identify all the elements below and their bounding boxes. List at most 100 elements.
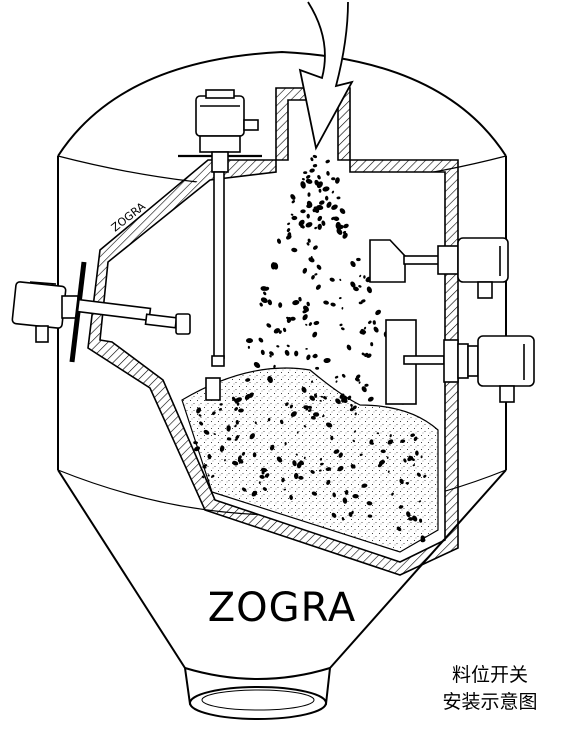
material-particle xyxy=(363,275,366,279)
material-particle xyxy=(267,299,273,306)
material-particle xyxy=(238,455,242,460)
material-particle xyxy=(241,487,247,492)
material-particle xyxy=(330,435,334,441)
material-particle xyxy=(289,404,293,409)
material-particle xyxy=(332,492,336,498)
material-particle xyxy=(310,469,315,474)
material-particle xyxy=(306,354,311,361)
material-particle xyxy=(238,408,244,413)
material-particle xyxy=(235,397,242,403)
material-particle xyxy=(313,354,318,359)
material-particle xyxy=(284,349,290,356)
material-particle xyxy=(247,345,251,349)
material-particle xyxy=(295,453,298,456)
material-particle xyxy=(292,460,297,467)
material-particle xyxy=(343,395,348,401)
material-particle xyxy=(305,407,309,411)
material-particle xyxy=(236,402,240,406)
material-particle xyxy=(412,464,416,467)
material-particle xyxy=(317,223,322,230)
material-particle xyxy=(352,439,355,443)
material-particle xyxy=(298,296,302,302)
material-heap xyxy=(181,367,439,553)
material-particle xyxy=(349,407,355,412)
material-particle xyxy=(251,490,258,497)
material-particle xyxy=(367,514,373,518)
material-particle xyxy=(312,154,318,159)
material-particle xyxy=(241,451,246,456)
material-particle xyxy=(348,512,353,517)
material-particle xyxy=(273,364,276,369)
material-particle xyxy=(355,374,361,379)
material-particle xyxy=(302,309,307,314)
material-particle xyxy=(359,329,367,335)
material-particle xyxy=(296,431,299,434)
material-particle xyxy=(412,515,418,522)
material-particle xyxy=(196,407,202,414)
material-particle xyxy=(259,302,263,307)
diagram-caption: 料位开关 安装示意图 xyxy=(420,662,560,716)
material-particle xyxy=(226,425,231,432)
material-particle xyxy=(399,478,404,485)
material-particle xyxy=(203,464,208,467)
material-particle xyxy=(234,424,237,428)
material-particle xyxy=(339,323,343,327)
material-particle xyxy=(344,489,349,495)
material-particle xyxy=(336,228,343,235)
material-particle xyxy=(303,425,307,428)
material-particle xyxy=(391,492,394,496)
material-particle xyxy=(408,517,414,521)
material-particle xyxy=(303,456,306,460)
material-particle xyxy=(341,517,345,521)
paddle-switch-lower xyxy=(385,319,535,405)
material-particle xyxy=(291,200,295,204)
inflow-arrow xyxy=(298,1,354,151)
brand-logo-text: ZOGRA xyxy=(207,585,357,631)
material-particle xyxy=(305,347,308,350)
material-particle xyxy=(207,479,210,482)
material-particle xyxy=(310,415,316,420)
material-particle xyxy=(353,430,357,433)
material-particle xyxy=(302,314,308,321)
material-particle xyxy=(377,463,383,468)
material-particle xyxy=(211,474,215,478)
material-particle xyxy=(419,518,423,523)
material-particle xyxy=(237,458,244,464)
material-particle xyxy=(380,449,386,454)
material-particle xyxy=(308,322,313,326)
material-particle xyxy=(323,396,327,400)
material-particle xyxy=(313,320,320,326)
material-particle xyxy=(353,286,359,292)
material-particle xyxy=(312,164,318,168)
material-particle xyxy=(290,194,296,200)
material-particle xyxy=(258,337,264,343)
material-particle xyxy=(387,470,390,473)
material-particle xyxy=(260,286,268,291)
material-particle xyxy=(339,208,346,214)
material-particle xyxy=(316,204,324,211)
material-particle xyxy=(292,300,300,306)
material-particle xyxy=(376,432,380,435)
material-particle xyxy=(244,394,251,400)
material-particle xyxy=(335,177,340,184)
material-particle xyxy=(342,497,348,504)
material-particle xyxy=(211,411,216,415)
material-particle xyxy=(313,412,320,417)
material-particle xyxy=(316,264,322,270)
material-particle xyxy=(270,262,277,270)
material-particle xyxy=(219,445,225,452)
material-particle xyxy=(300,181,306,189)
material-particle xyxy=(361,483,368,488)
material-particle xyxy=(300,225,303,228)
material-particle xyxy=(325,422,333,428)
material-particle xyxy=(354,412,357,416)
material-particle xyxy=(232,460,239,466)
material-particle xyxy=(294,472,299,480)
material-particle xyxy=(260,297,268,304)
material-particle xyxy=(415,450,419,456)
material-particle xyxy=(264,473,270,478)
material-particle xyxy=(350,260,356,268)
material-particle xyxy=(340,327,345,331)
material-particle xyxy=(198,414,202,417)
material-particle xyxy=(276,456,283,463)
